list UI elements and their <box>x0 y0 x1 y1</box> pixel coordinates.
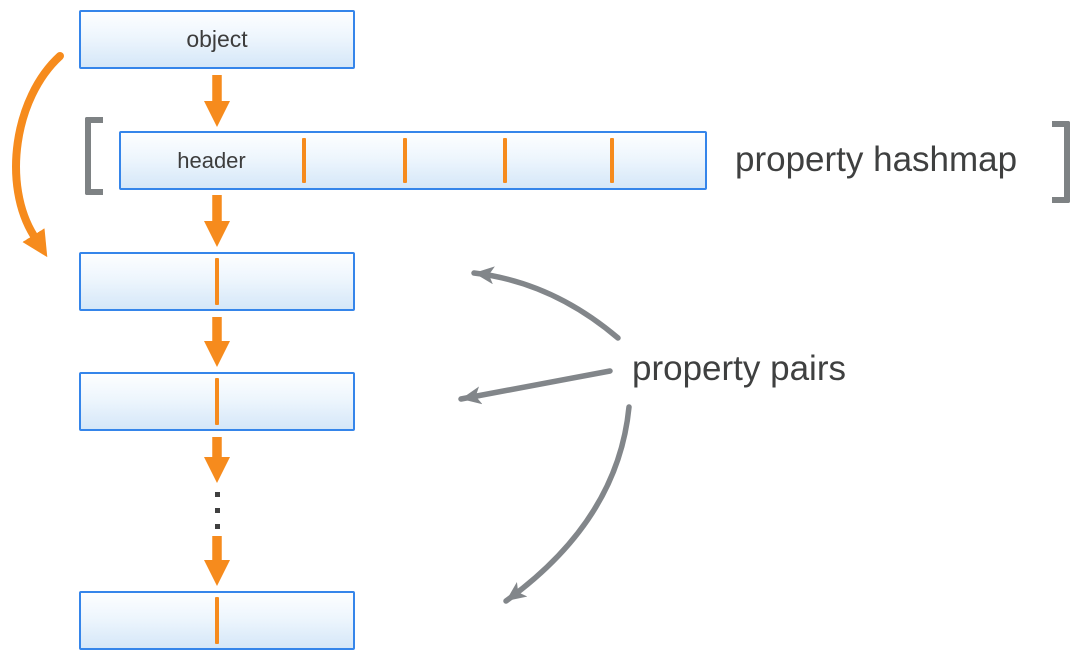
pair-divider <box>215 258 219 305</box>
pairs-label: property pairs <box>632 349 846 388</box>
hashmap-header-cell: header <box>177 147 246 173</box>
property-pair-box <box>79 591 355 650</box>
hashmap-box: header <box>119 131 707 190</box>
ellipsis-dot <box>215 508 220 513</box>
hashmap-slot-divider <box>403 138 407 183</box>
hashmap-slot-divider <box>302 138 306 183</box>
ellipsis-dot <box>215 524 220 529</box>
hashmap-slot-divider <box>610 138 614 183</box>
property-pair-box <box>79 372 355 431</box>
pairs-pointer-top-icon <box>471 266 621 341</box>
object-box-label: object <box>186 26 248 52</box>
left-bracket <box>85 117 103 195</box>
arrow-object-to-pair-curved-icon <box>12 52 64 258</box>
object-box: object <box>79 10 355 69</box>
hashmap-label: property hashmap <box>735 140 1018 179</box>
property-pair-box <box>79 252 355 311</box>
hashmap-slot-divider <box>503 138 507 183</box>
pair-divider <box>215 378 219 425</box>
pair-divider <box>215 597 219 644</box>
pairs-pointer-bottom-icon <box>503 404 632 604</box>
pairs-pointer-middle-icon <box>458 368 613 405</box>
ellipsis-dot <box>215 492 220 497</box>
right-bracket <box>1052 121 1070 203</box>
